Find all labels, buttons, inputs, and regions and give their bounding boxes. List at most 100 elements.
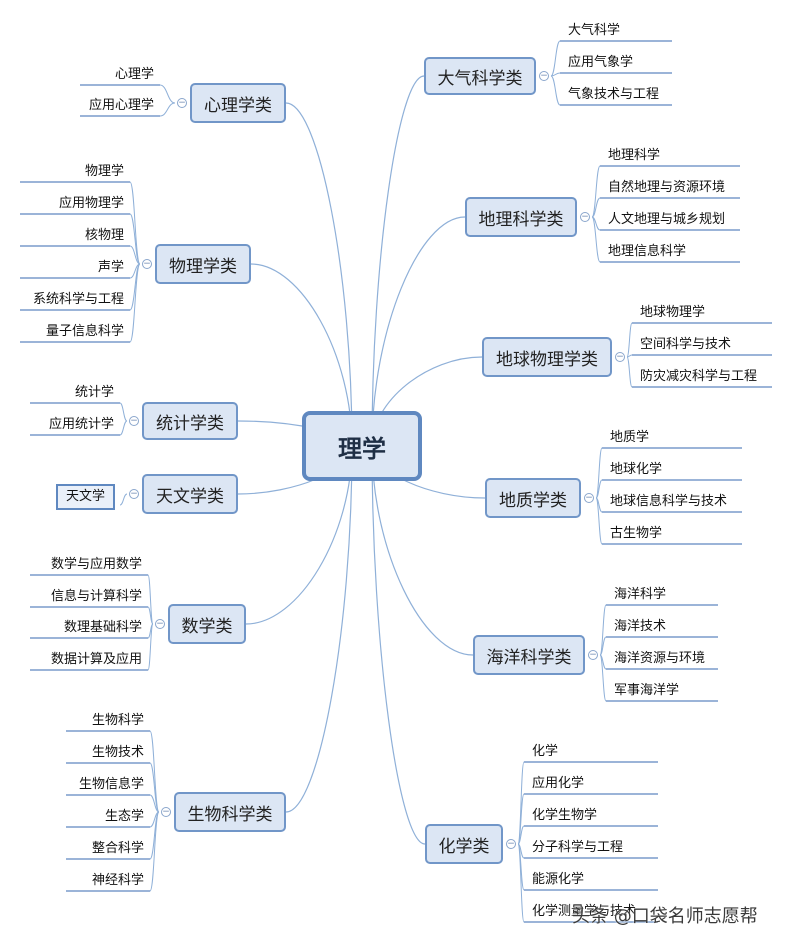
leaf-major[interactable]: 应用化学: [532, 776, 585, 791]
collapse-toggle-icon[interactable]: [615, 352, 625, 362]
leaf-major[interactable]: 空间科学与技术: [640, 337, 732, 352]
category-node[interactable]: 化学类: [425, 824, 503, 864]
category-to-leaf-edge: [595, 447, 603, 499]
leaf-major[interactable]: 整合科学: [91, 841, 144, 856]
root-to-category-edge: [371, 445, 474, 656]
leaf-major[interactable]: 神经科学: [91, 873, 144, 888]
leaf-major[interactable]: 军事海洋学: [614, 683, 680, 698]
category-to-leaf-edge: [517, 761, 525, 845]
category-to-leaf-edge: [149, 730, 160, 813]
leaf-major[interactable]: 生物信息学: [78, 777, 144, 792]
root-to-category-edge: [285, 102, 353, 447]
leaf-major[interactable]: 化学测量学与技术: [532, 904, 637, 919]
leaf-major[interactable]: 声学: [97, 260, 124, 275]
leaf-major[interactable]: 数学与应用数学: [50, 557, 142, 572]
category-node[interactable]: 心理学类: [190, 83, 286, 123]
category-node[interactable]: 数学类: [168, 604, 246, 644]
leaf-major[interactable]: 应用心理学: [88, 98, 154, 113]
leaf-major[interactable]: 天文学: [56, 484, 116, 510]
leaf-major[interactable]: 地球物理学: [640, 305, 706, 320]
category-node[interactable]: 地球物理学类: [482, 337, 612, 377]
collapse-toggle-icon[interactable]: [142, 259, 152, 269]
category-node[interactable]: 大气科学类: [424, 57, 536, 95]
leaf-major[interactable]: 海洋资源与环境: [614, 651, 706, 666]
category-node[interactable]: 天文学类: [142, 474, 238, 514]
category-node[interactable]: 海洋科学类: [473, 635, 585, 675]
leaf-major[interactable]: 量子信息科学: [45, 324, 124, 339]
category-to-leaf-edge: [591, 216, 601, 263]
category-node[interactable]: 物理学类: [155, 244, 251, 284]
leaf-major[interactable]: 地理信息科学: [608, 244, 687, 259]
category-to-leaf-edge: [149, 762, 160, 813]
category-to-leaf-edge: [517, 793, 525, 845]
collapse-toggle-icon[interactable]: [129, 416, 139, 426]
collapse-toggle-icon[interactable]: [155, 619, 165, 629]
category-to-leaf-edge: [147, 574, 154, 625]
leaf-major[interactable]: 大气科学: [568, 23, 621, 38]
category-to-leaf-edge: [119, 402, 128, 422]
leaf-major[interactable]: 数理基础科学: [63, 620, 142, 635]
category-to-leaf-edge: [595, 479, 603, 499]
category-to-leaf-edge: [129, 181, 141, 265]
leaf-major[interactable]: 气象技术与工程: [568, 87, 660, 102]
collapse-toggle-icon[interactable]: [177, 98, 187, 108]
root-to-category-edge: [371, 75, 425, 447]
root-to-category-edge: [371, 445, 426, 845]
collapse-toggle-icon[interactable]: [506, 839, 516, 849]
leaf-major[interactable]: 海洋技术: [614, 619, 667, 634]
leaf-major[interactable]: 地球化学: [610, 462, 663, 477]
category-node[interactable]: 地质学类: [485, 478, 581, 518]
leaf-major[interactable]: 地理科学: [608, 148, 661, 163]
category-to-leaf-edge: [129, 213, 141, 265]
leaf-major[interactable]: 自然地理与资源环境: [608, 180, 726, 195]
leaf-major[interactable]: 分子科学与工程: [532, 840, 624, 855]
category-to-leaf-edge: [147, 623, 154, 671]
root-node[interactable]: 理学: [302, 411, 422, 481]
category-to-leaf-edge: [550, 72, 561, 77]
leaf-major[interactable]: 统计学: [74, 385, 114, 400]
leaf-major[interactable]: 生态学: [104, 809, 144, 824]
category-node[interactable]: 统计学类: [142, 402, 238, 440]
collapse-toggle-icon[interactable]: [580, 212, 590, 222]
leaf-major[interactable]: 防灾减灾科学与工程: [640, 369, 758, 384]
category-node[interactable]: 生物科学类: [174, 792, 286, 832]
leaf-major[interactable]: 海洋科学: [614, 587, 667, 602]
leaf-major[interactable]: 应用物理学: [58, 196, 124, 211]
category-to-leaf-edge: [147, 606, 154, 625]
category-node[interactable]: 地理科学类: [465, 197, 577, 237]
category-to-leaf-edge: [599, 654, 607, 702]
leaf-major[interactable]: 应用气象学: [568, 55, 634, 70]
leaf-major[interactable]: 物理学: [84, 164, 124, 179]
category-to-leaf-edge: [517, 843, 525, 923]
leaf-major[interactable]: 系统科学与工程: [32, 292, 124, 307]
leaf-major[interactable]: 人文地理与城乡规划: [608, 212, 726, 227]
leaf-major[interactable]: 信息与计算科学: [50, 589, 142, 604]
collapse-toggle-icon[interactable]: [539, 71, 549, 81]
leaf-major[interactable]: 地球信息科学与技术: [610, 494, 728, 509]
leaf-major[interactable]: 化学: [532, 744, 559, 759]
leaf-major[interactable]: 化学生物学: [532, 808, 598, 823]
leaf-major[interactable]: 地质学: [610, 430, 650, 445]
category-to-leaf-edge: [159, 84, 176, 104]
collapse-toggle-icon[interactable]: [129, 489, 139, 499]
leaf-major[interactable]: 古生物学: [610, 526, 663, 541]
leaf-major[interactable]: 能源化学: [532, 872, 585, 887]
collapse-toggle-icon[interactable]: [588, 650, 598, 660]
collapse-toggle-icon[interactable]: [161, 807, 171, 817]
category-to-leaf-edge: [550, 40, 561, 77]
category-to-leaf-edge: [626, 356, 633, 388]
collapse-toggle-icon[interactable]: [584, 493, 594, 503]
category-to-leaf-edge: [149, 794, 160, 813]
root-to-category-edge: [371, 216, 466, 447]
leaf-major[interactable]: 应用统计学: [48, 417, 114, 432]
category-to-leaf-edge: [159, 102, 176, 117]
leaf-major[interactable]: 生物技术: [91, 745, 144, 760]
category-to-leaf-edge: [595, 497, 603, 545]
category-to-leaf-edge: [149, 811, 160, 892]
leaf-major[interactable]: 心理学: [114, 67, 154, 82]
leaf-major[interactable]: 核物理: [84, 228, 124, 243]
leaf-major[interactable]: 生物科学: [91, 713, 144, 728]
category-to-leaf-edge: [626, 322, 633, 358]
leaf-major[interactable]: 数据计算及应用: [50, 652, 142, 667]
